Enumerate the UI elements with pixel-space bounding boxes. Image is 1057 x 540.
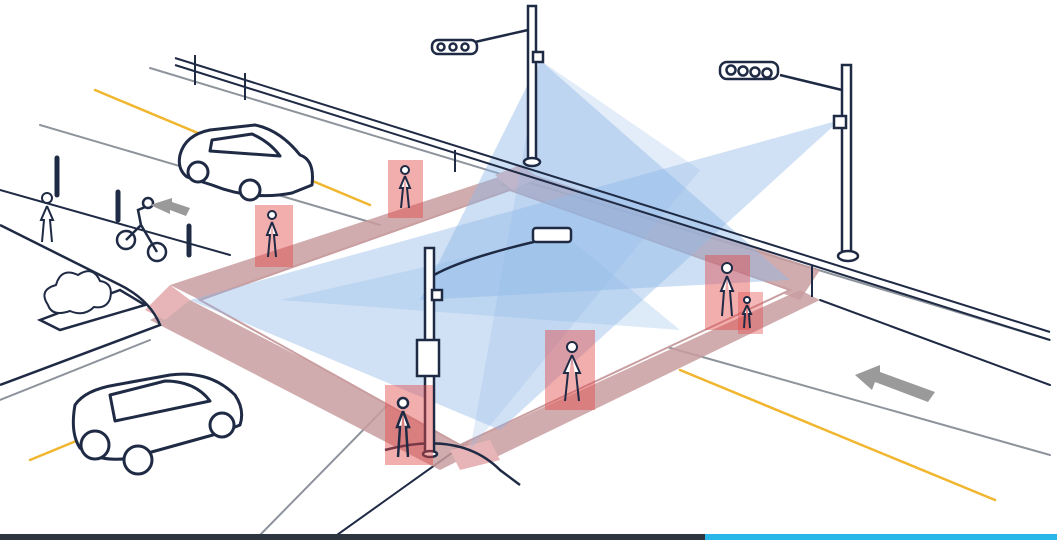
footer-bar [0, 534, 1057, 540]
detection-box [385, 385, 433, 465]
camera-sensor-icon [533, 52, 543, 62]
camera-sensor-icon [834, 116, 846, 128]
bush [44, 271, 110, 313]
car-icon-far [179, 125, 312, 200]
detection-box [388, 160, 423, 218]
center-line [680, 370, 995, 500]
road-edge [660, 345, 1050, 455]
sign-panel [417, 340, 439, 376]
footer-bar-accent [705, 534, 1057, 540]
streetlight-head [533, 228, 571, 242]
footer-bar-dark [0, 534, 705, 540]
camera-sensor-icon [432, 290, 442, 300]
road-edge [820, 300, 1050, 385]
detection-box [255, 205, 293, 267]
pedestrian-icon [41, 193, 53, 242]
car-icon-near [73, 374, 241, 474]
detection-box [545, 330, 595, 410]
road-edge [0, 190, 230, 255]
arrow-icon [855, 365, 935, 402]
